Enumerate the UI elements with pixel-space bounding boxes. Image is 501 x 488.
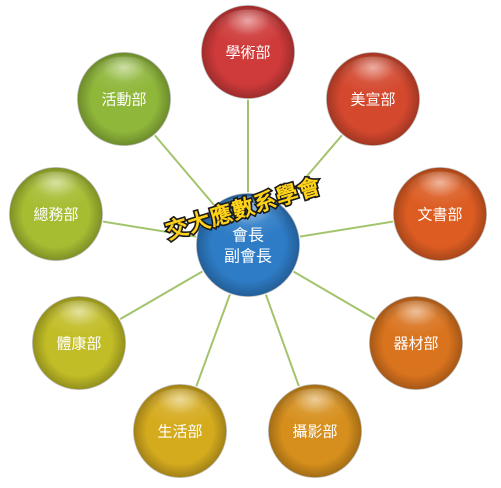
node-design-gloss — [339, 56, 407, 102]
node-equipment-label: 器材部 — [393, 335, 438, 353]
node-sports-gloss — [45, 300, 113, 346]
node-design[interactable]: 美宣部 — [325, 51, 421, 147]
node-president-label-line2: 副會長 — [224, 247, 272, 266]
node-sports[interactable]: 體康部 — [31, 295, 127, 391]
node-president[interactable]: 會長 副會長 — [195, 192, 301, 298]
node-academic[interactable]: 學術部 — [200, 4, 296, 100]
node-academic-gloss — [214, 9, 282, 55]
node-president-gloss — [210, 196, 286, 248]
node-photography-label: 攝影部 — [292, 423, 337, 441]
node-president-label-line1: 會長 — [232, 226, 264, 245]
node-equipment[interactable]: 器材部 — [368, 295, 464, 391]
node-general-affairs-label: 總務部 — [33, 206, 78, 224]
node-secretarial-label: 文書部 — [417, 206, 462, 224]
node-activities-gloss — [90, 56, 158, 102]
node-sports-label: 體康部 — [56, 335, 101, 353]
node-photography-gloss — [281, 388, 349, 434]
node-secretarial-gloss — [406, 171, 474, 217]
node-design-label: 美宣部 — [350, 91, 395, 109]
node-life-label: 生活部 — [157, 423, 202, 441]
node-life[interactable]: 生活部 — [132, 383, 228, 479]
node-academic-label: 學術部 — [225, 44, 270, 62]
node-general-affairs[interactable]: 總務部 — [8, 166, 104, 262]
node-activities-label: 活動部 — [101, 91, 146, 109]
node-secretarial[interactable]: 文書部 — [392, 166, 488, 262]
node-equipment-gloss — [382, 300, 450, 346]
node-general-affairs-gloss — [22, 171, 90, 217]
node-photography[interactable]: 攝影部 — [267, 383, 363, 479]
node-activities[interactable]: 活動部 — [76, 51, 172, 147]
node-life-gloss — [146, 388, 214, 434]
